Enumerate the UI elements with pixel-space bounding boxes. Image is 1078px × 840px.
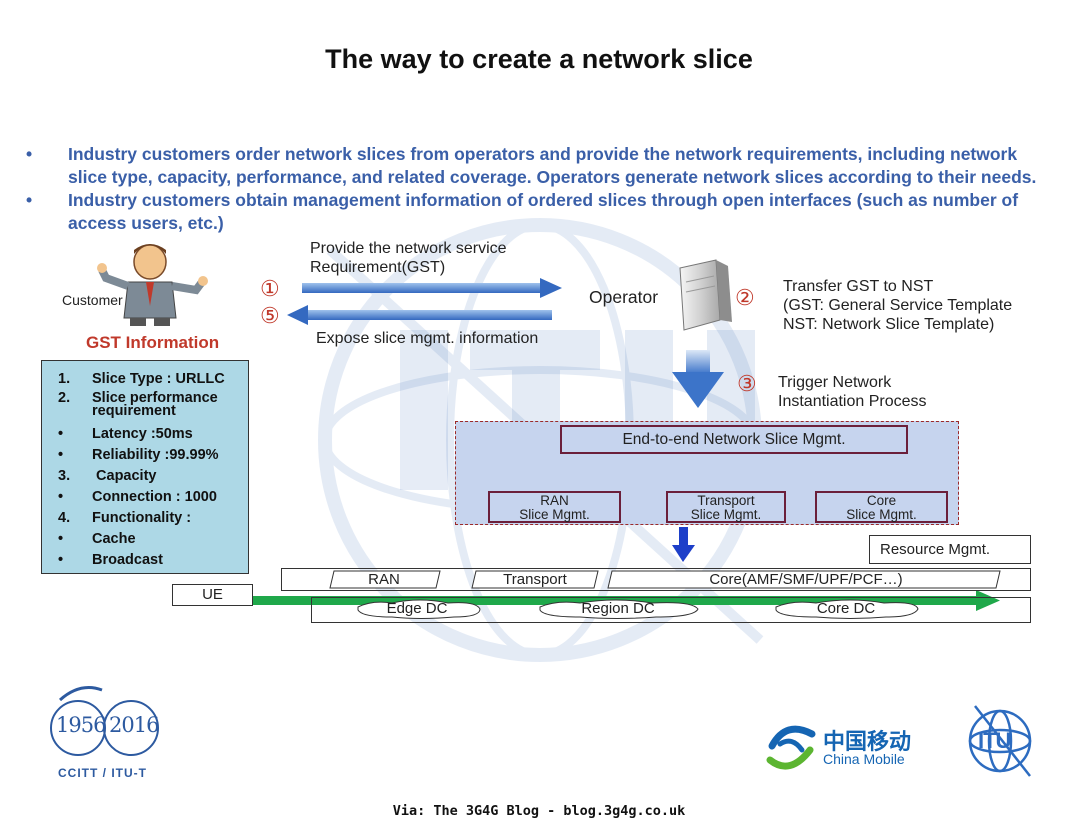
lane-ran: RAN [368,571,400,588]
expose-text: Expose slice mgmt. information [316,330,539,347]
e2e-slice-mgmt-box: End-to-end Network Slice Mgmt. [560,425,908,454]
trigger-line2: Instantiation Process [778,393,927,410]
transport-slice-mgmt-line2: Slice Mgmt. [690,507,762,522]
bullet-text: Industry customers order network slices … [68,144,1037,187]
region-dc-label: Region DC [581,600,655,617]
transfer-line2: (GST: General Service Template [783,297,1013,314]
core-slice-mgmt-line1: Core [866,493,897,508]
gst-info-box: 1.Slice Type : URLLC 2.Slice performance… [41,360,249,574]
transfer-line1: Transfer GST to NST [783,278,934,295]
itu-logo-globe [968,705,1032,777]
transfer-line3: NST: Network Slice Template) [783,316,995,333]
network-lane-row [281,568,1031,591]
step-2-marker: ② [735,285,755,310]
gst-item: 1.Slice Type : URLLC [58,371,225,387]
customer-label: Customer [62,292,123,308]
gst-title: GST Information [86,333,220,352]
ran-slice-mgmt-box: RAN Slice Mgmt. [488,491,621,523]
step-3-marker: ③ [737,371,757,396]
dc-row [311,597,1031,623]
gst-item: •Reliability :99.99% [58,447,219,463]
step-5-marker: ⑤ [260,303,280,328]
lane-shapes [329,570,1001,589]
core-dc-label: Core DC [816,600,876,617]
step-1-marker: ① [260,276,280,301]
core-slice-mgmt-line2: Slice Mgmt. [846,507,917,522]
gst-item: •Connection : 1000 [58,489,217,505]
china-mobile-cn: 中国移动 [823,730,912,755]
server-icon [679,259,732,331]
provide-arrow [302,278,562,298]
china-mobile-logo [766,725,816,770]
trigger-line1: Trigger Network [778,374,892,391]
resource-mgmt-box: Resource Mgmt. [869,535,1031,564]
ran-slice-mgmt-line2: Slice Mgmt. [519,507,590,522]
provide-text-line1: Provide the network service [310,240,507,257]
anniv-year-right: 2016 [109,713,159,737]
resource-down-arrow [672,527,695,562]
gst-item: 4.Functionality : [58,510,192,526]
ue-box: UE [172,584,253,606]
provide-text-line2: Requirement(GST) [310,259,446,276]
edge-dc-label: Edge DC [386,600,448,617]
expose-arrow [287,305,552,325]
itu-logo-text: ITU [978,728,1011,753]
transport-slice-mgmt-box: Transport Slice Mgmt. [666,491,786,523]
gst-item: 2.Slice performance requirement [58,390,218,419]
gst-item: 3. Capacity [58,468,157,484]
gst-item: •Latency :50ms [58,426,193,442]
trigger-arrow [672,350,724,408]
bullet-item: •Industry customers obtain management in… [26,190,1019,233]
dc-clouds [357,599,919,619]
ran-slice-mgmt-line1: RAN [540,493,569,508]
gst-item: •Cache [58,531,136,547]
lane-transport: Transport [503,571,567,588]
china-mobile-en: China Mobile [823,751,905,767]
page-title: The way to create a network slice [325,44,753,74]
anniv-year-left: 1956 [56,713,106,737]
bullet-item: •Industry customers order network slices… [26,144,1037,187]
gst-item: •Broadcast [58,552,163,568]
anniv-caption: CCITT / ITU-T [58,766,147,780]
footer-credit: Via: The 3G4G Blog - blog.3g4g.co.uk [392,803,686,819]
bullet-list: •Industry customers order network slices… [26,143,1056,235]
lane-core: Core(AMF/SMF/UPF/PCF…) [709,571,903,588]
anniversary-logo [50,686,159,756]
core-slice-mgmt-box: Core Slice Mgmt. [815,491,948,523]
customer-figure [97,244,208,326]
bullet-text: Industry customers obtain management inf… [68,190,1019,233]
operator-label: Operator [589,287,659,307]
transport-slice-mgmt-line1: Transport [697,493,755,508]
